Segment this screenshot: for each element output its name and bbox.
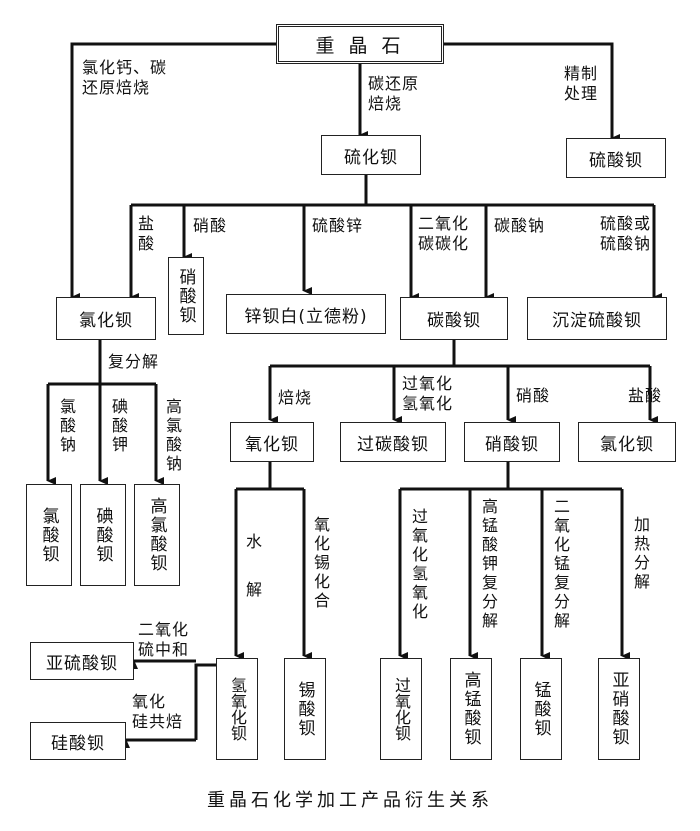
label-zinc-sulfate: 硫酸锌 (312, 216, 364, 235)
hydroxide-side-bus (194, 663, 216, 740)
node-barium-silicate: 硅酸钡 (30, 722, 126, 760)
edge-barite-to-bacl2 (70, 42, 276, 301)
edge-barite-to-baso4 (444, 42, 620, 142)
bas-distribution-bus (131, 175, 654, 207)
label-peroxide-ox: 过氧化氢氧化 (409, 508, 428, 622)
node-barium-carbonate: 碳酸钡 (400, 297, 508, 340)
label-hydrolysis-1: 水 (246, 532, 264, 551)
node-lithopone: 锌钡白(立德粉) (226, 294, 386, 334)
label-mno2-decomp: 二氧化锰复分解 (551, 498, 570, 631)
baco3-bus (270, 340, 650, 368)
label-hcl-2: 盐酸 (628, 386, 663, 405)
node-barium-chlorate: 氯酸钡 (26, 484, 72, 586)
label-h2o2: 过氧化 氢氧化 (402, 374, 454, 413)
label-sodium-chlorate: 氯酸钠 (57, 398, 76, 455)
node-barium-peroxide: 过氧化钡 (380, 658, 422, 760)
bacl2-bus (48, 340, 156, 386)
node-barium-stannate: 锡酸钡 (284, 658, 326, 760)
label-so2-neutral: 二氧化 硫中和 (138, 620, 190, 659)
nitrate-bus (400, 462, 622, 491)
node-barium-nitrate: 硝酸钡 (464, 422, 560, 462)
label-hcl: 盐 酸 (138, 214, 156, 253)
label-hydrolysis-2: 解 (246, 580, 264, 599)
node-barium-iodate: 碘酸钡 (80, 484, 126, 586)
node-barium-perchlorate: 高氯酸钡 (134, 484, 180, 586)
label-nitric-acid-2: 硝酸 (516, 386, 551, 405)
node-barium-chloride: 氯化钡 (56, 297, 156, 340)
label-co2-carbonation: 二氧化 碳碳化 (418, 214, 470, 253)
node-barite: 重 晶 石 (276, 24, 444, 64)
node-barium-manganate: 锰酸钡 (520, 658, 562, 760)
node-barium-oxide: 氧化钡 (230, 422, 314, 462)
label-potassium-iodate: 碘酸钾 (109, 398, 128, 455)
label-silica-co-roast: 氧化 硅共焙 (132, 692, 184, 731)
label-sodium-perchlorate: 高氯酸钠 (163, 398, 182, 474)
node-barium-chloride-2: 氯化钡 (578, 422, 676, 462)
node-barium-permanganate: 高锰酸钡 (450, 658, 492, 760)
label-carbon-reduction: 碳还原 焙烧 (368, 74, 420, 113)
label-calcium-chloride-carbon: 氯化钙、碳 还原焙烧 (82, 58, 168, 97)
label-refining: 精制 处理 (564, 64, 599, 103)
node-barium-sulfate-refined: 硫酸钡 (566, 138, 666, 178)
label-sodium-carbonate: 碳酸钠 (494, 216, 546, 235)
label-roasting: 焙烧 (278, 388, 313, 407)
label-tin-oxide: 氧化锡化合 (311, 516, 330, 611)
node-precipitated-barium-sulfate: 沉淀硫酸钡 (527, 297, 667, 340)
bao-bus (236, 462, 304, 491)
label-nitric-acid: 硝酸 (193, 216, 228, 235)
label-kmno4-decomp: 高锰酸钾复分解 (479, 498, 498, 631)
label-double-decomposition: 复分解 (108, 352, 160, 371)
node-barium-sulfite: 亚硫酸钡 (30, 642, 134, 680)
node-barium-hydroxide: 氢氧化钡 (216, 658, 258, 760)
node-barium-percarbonate: 过碳酸钡 (340, 422, 446, 462)
figure-caption: 重晶石化学加工产品衍生关系 (207, 790, 493, 811)
node-barium-nitrite: 亚硝酸钡 (598, 658, 640, 760)
node-barium-sulfide: 硫化钡 (321, 135, 421, 175)
label-sulfuric-or-sodium-sulfate: 硫酸或 硫酸钠 (600, 214, 652, 253)
label-heat-decomp: 加热分解 (631, 516, 650, 592)
node-barium-nitrate-v: 硝酸钡 (168, 257, 204, 335)
